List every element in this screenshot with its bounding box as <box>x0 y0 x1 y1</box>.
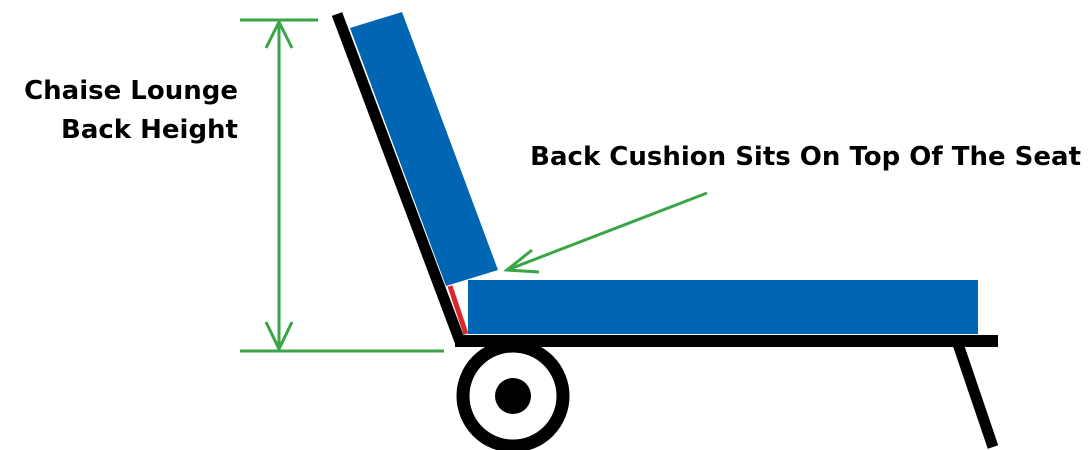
wheel-icon <box>456 339 570 450</box>
pointer-arrow-icon <box>503 191 708 274</box>
height-arrow-icon <box>264 18 294 353</box>
height-label-line2: Back Height <box>61 115 238 145</box>
cushion-note-label: Back Cushion Sits On Top Of The Seat <box>530 142 1081 172</box>
seat-cushion <box>468 280 978 334</box>
height-label-line1: Chaise Lounge <box>24 76 238 106</box>
back-cushion <box>350 12 498 286</box>
backrest-frame <box>331 12 467 346</box>
rear-leg <box>952 342 999 449</box>
gap-marker <box>447 285 469 335</box>
seat-frame-rail <box>455 335 998 347</box>
